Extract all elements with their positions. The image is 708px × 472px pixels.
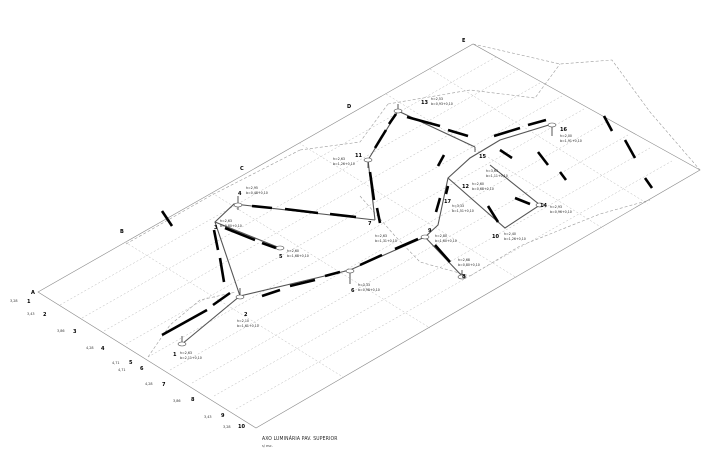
- row-level: 4,71: [118, 367, 126, 372]
- point-length: b=1,11+0,10: [486, 174, 508, 178]
- grid-lines-short: [124, 68, 649, 378]
- row-label: 5: [129, 360, 133, 366]
- floor-outline: [37, 43, 701, 429]
- row-label: 2: [43, 312, 47, 318]
- point-height: h=2,63: [180, 351, 192, 355]
- point-number: 10: [492, 234, 500, 240]
- grid-letter: D: [347, 104, 351, 110]
- connectors: [177, 108, 557, 347]
- point-number: 2: [244, 312, 248, 318]
- point-number: 14: [540, 203, 548, 209]
- point-length: b=0,98+0,10: [358, 288, 380, 292]
- point-number: 1: [173, 352, 177, 358]
- point-number: 5: [279, 254, 283, 260]
- point-length: b=1,91+0,10: [560, 139, 582, 143]
- point-height: h=2,60: [472, 182, 484, 186]
- point-height: h=3,33: [358, 283, 370, 287]
- luminaire-segments: [160, 113, 654, 337]
- point-height: h=2,93: [550, 205, 562, 209]
- point-number: 4: [238, 191, 242, 197]
- grid-letter: B: [120, 229, 124, 235]
- point-length: b=1,31+0,10: [375, 239, 397, 243]
- row-level: 4,28: [86, 345, 94, 350]
- row-label: 3: [73, 329, 77, 335]
- point-height: h=2,68: [458, 258, 470, 262]
- point-number: 12: [462, 184, 470, 190]
- point-length: b=0,96+0,10: [550, 210, 572, 214]
- row-label: 8: [191, 397, 195, 403]
- row-level: 4,28: [145, 381, 153, 386]
- point-number: 13: [421, 100, 429, 106]
- point-height: h=2,80: [435, 234, 447, 238]
- point-number: 8: [462, 274, 466, 280]
- row-level: 4,71: [112, 360, 120, 365]
- grid-rows: 3,28 1 3,43 2 3,86 3 4,28 4 4,71 5 4,71 …: [10, 298, 246, 430]
- point-height: h=3,33: [452, 204, 464, 208]
- row-label: 7: [162, 382, 166, 388]
- point-height: h=2,60: [287, 249, 299, 253]
- point-height: h=2,95: [246, 186, 258, 190]
- grid-lines-long: [59, 56, 673, 410]
- point-length: b=0,80+0,10: [458, 263, 480, 267]
- point-height: h=2,63: [220, 219, 232, 223]
- point-number: 7: [368, 221, 372, 227]
- point-length: b=0,80+0,10: [220, 224, 242, 228]
- point-height: h=2,63: [375, 234, 387, 238]
- point-number: 15: [479, 154, 487, 160]
- row-label: 1: [27, 299, 31, 305]
- point-height: h=3,63: [486, 169, 498, 173]
- row-level: 3,86: [173, 398, 181, 403]
- point-length: b=2,11+0,10: [180, 356, 202, 360]
- point-length: b=1,68+0,10: [287, 254, 309, 258]
- row-level: 3,86: [57, 328, 65, 333]
- point-length: b=0,48+0,10: [246, 191, 268, 195]
- point-length: b=0,93+0,10: [431, 102, 453, 106]
- point-number: 9: [428, 228, 432, 234]
- row-level: 3,43: [27, 311, 35, 316]
- grid-letter: C: [240, 166, 244, 172]
- row-level: 3,28: [223, 424, 231, 429]
- grid-letter: A: [31, 290, 35, 296]
- row-label: 4: [101, 346, 105, 352]
- point-height: h=2,10: [237, 319, 249, 323]
- row-level: 3,43: [204, 414, 212, 419]
- point-number: 11: [355, 153, 363, 159]
- point-height: h=2,63: [333, 157, 345, 161]
- grid-letter: E: [462, 38, 466, 44]
- point-length: b=0,68+0,10: [472, 187, 494, 191]
- point-length: b=1,60+0,10: [435, 239, 457, 243]
- point-number: 16: [560, 127, 568, 133]
- point-length: b=1,51+0,10: [452, 209, 474, 213]
- point-height: h=2,00: [560, 134, 572, 138]
- point-height: h=2,40: [504, 232, 516, 236]
- grid-letters: A B C D E: [31, 38, 466, 296]
- row-label: 10: [238, 424, 246, 430]
- point-number: 6: [351, 288, 355, 294]
- point-height: h=2,53: [431, 97, 443, 101]
- point-labels: 1 h=2,63 b=2,11+0,10 2 h=2,10 b=1,61+0,1…: [173, 97, 582, 360]
- row-level: 3,28: [10, 298, 18, 303]
- drawing-title: AXO LUMINÁRIA PAV. SUPERIOR: [262, 435, 338, 442]
- point-length: b=1,26+0,10: [333, 162, 355, 166]
- row-label: 9: [221, 413, 225, 419]
- row-label: 6: [140, 366, 144, 372]
- upper-contour: [125, 43, 701, 358]
- floor-plate: [37, 43, 701, 429]
- drawing-title-block: AXO LUMINÁRIA PAV. SUPERIOR s/ esc.: [262, 435, 338, 448]
- point-length: b=1,26+0,10: [504, 237, 526, 241]
- point-length: b=1,61+0,10: [237, 324, 259, 328]
- point-number: 17: [444, 199, 452, 205]
- hangers: [181, 104, 553, 344]
- drawing-scale: s/ esc.: [262, 443, 273, 448]
- point-number: 3: [214, 225, 218, 231]
